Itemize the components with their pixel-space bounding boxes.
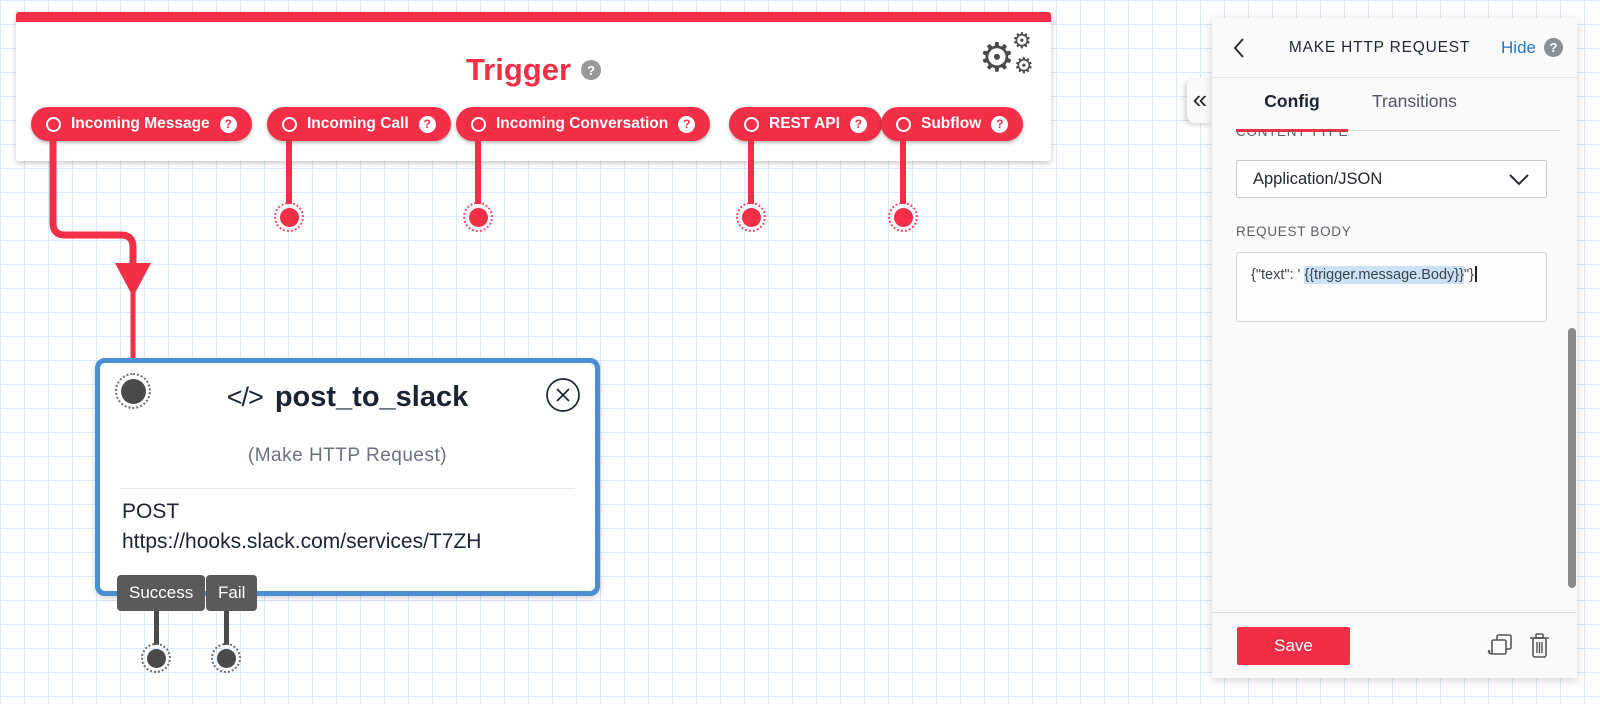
request-body-label: REQUEST BODY (1236, 224, 1352, 239)
connector-circle-icon (744, 116, 759, 132)
request-body-text: {"text": ' (1251, 267, 1305, 283)
transition-tab-success: Success (117, 575, 206, 611)
connector-circle-icon (282, 116, 297, 132)
widget-input-dot[interactable] (115, 373, 151, 409)
pill-label: Incoming Call (307, 115, 409, 132)
widget-subtitle: (Make HTTP Request) (247, 445, 448, 466)
help-icon[interactable]: ? (849, 115, 867, 133)
config-panel: MAKE HTTP REQUEST Hide ? Config Transiti… (1212, 18, 1577, 678)
active-tab-indicator (1236, 129, 1348, 132)
content-type-select[interactable]: Application/JSON (1236, 160, 1547, 198)
collapse-icon: « (1192, 83, 1208, 114)
connector-stem (900, 139, 906, 204)
help-icon[interactable]: ? (991, 115, 1009, 133)
text-cursor (1475, 266, 1477, 282)
trigger-pill-incoming-conversation[interactable]: Incoming Conversation ? (456, 107, 711, 141)
code-icon: </> (226, 382, 264, 412)
help-icon[interactable]: ? (219, 115, 237, 133)
widget-close-icon[interactable] (545, 377, 581, 413)
connector-stem (154, 611, 159, 645)
tab-config[interactable]: Config (1264, 91, 1320, 111)
panel-collapse-button[interactable]: « (1187, 78, 1213, 123)
pill-label: REST API (769, 115, 840, 132)
connector-circle-icon (46, 116, 61, 132)
connector-stem (286, 139, 292, 204)
delete-widget-button[interactable] (1528, 632, 1551, 659)
divider (120, 488, 575, 489)
trigger-pill-incoming-call[interactable]: Incoming Call ? (267, 107, 451, 141)
save-button[interactable]: Save (1237, 626, 1350, 665)
back-button[interactable] (1232, 35, 1258, 61)
content-type-value: Application/JSON (1253, 169, 1383, 188)
tab-transitions[interactable]: Transitions (1372, 91, 1457, 111)
hide-link[interactable]: Hide (1501, 37, 1536, 57)
request-body-text: "} (1464, 267, 1474, 283)
duplicate-icon (1487, 634, 1512, 655)
connector-dot-success[interactable] (141, 643, 171, 673)
http-request-widget[interactable]: </> post_to_slack (Make HTTP Request) PO… (95, 358, 600, 611)
connector-stem (475, 139, 481, 204)
template-token-highlight: {{trigger.message.Body}} (1304, 266, 1464, 284)
widget-method: POST (122, 500, 180, 523)
connector-circle-icon (471, 116, 486, 132)
connector-stem (224, 611, 229, 645)
request-body-editor[interactable]: {"text": ' {{trigger.message.Body}}"} (1236, 252, 1547, 322)
content-type-label: CONTENT TYPE (1236, 131, 1349, 139)
chevron-left-icon (1233, 37, 1244, 58)
trigger-title: Trigger (465, 52, 572, 87)
trigger-to-widget-connector (49, 139, 151, 363)
pill-label: Incoming Conversation (496, 115, 669, 132)
help-icon[interactable]: ? (678, 115, 696, 133)
duplicate-widget-button[interactable] (1487, 633, 1514, 658)
pill-label: Incoming Message (71, 115, 210, 132)
trigger-accent-bar (16, 12, 1051, 22)
panel-scroll-area[interactable]: CONTENT TYPE Application/JSON REQUEST BO… (1212, 131, 1577, 612)
connector-stem (748, 139, 754, 204)
trigger-pill-rest-api[interactable]: REST API ? (729, 107, 882, 141)
connector-circle-icon (896, 116, 911, 132)
widget-url: https://hooks.slack.com/services/T7ZH (122, 530, 482, 553)
pill-label: Subflow (921, 115, 982, 132)
widget-title: post_to_slack (274, 381, 469, 413)
connector-dot-incoming-conversation[interactable] (463, 202, 493, 232)
chevron-down-icon (1509, 173, 1529, 185)
transition-tab-fail: Fail (206, 575, 258, 611)
panel-title: MAKE HTTP REQUEST (1288, 38, 1471, 56)
help-icon[interactable]: ? (1544, 38, 1563, 57)
connector-dot-rest-api[interactable] (736, 202, 766, 232)
arrowhead-icon (115, 263, 151, 297)
trash-icon (1530, 633, 1549, 658)
trigger-pill-incoming-message[interactable]: Incoming Message ? (31, 107, 252, 141)
connector-dot-subflow[interactable] (888, 202, 918, 232)
panel-scrollbar-thumb[interactable] (1568, 328, 1576, 588)
connector-dot-incoming-call[interactable] (274, 202, 304, 232)
divider (1236, 130, 1560, 131)
connector-dot-fail[interactable] (211, 643, 241, 673)
trigger-widget[interactable]: Trigger ? ⚙ ⚙ ⚙ Incoming Message ? Incom… (16, 12, 1051, 161)
flow-settings-gear-icon[interactable]: ⚙ ⚙ ⚙ (979, 28, 1034, 80)
help-icon[interactable]: ? (418, 115, 436, 133)
trigger-pill-subflow[interactable]: Subflow ? (881, 107, 1024, 141)
help-icon[interactable]: ? (581, 60, 602, 80)
